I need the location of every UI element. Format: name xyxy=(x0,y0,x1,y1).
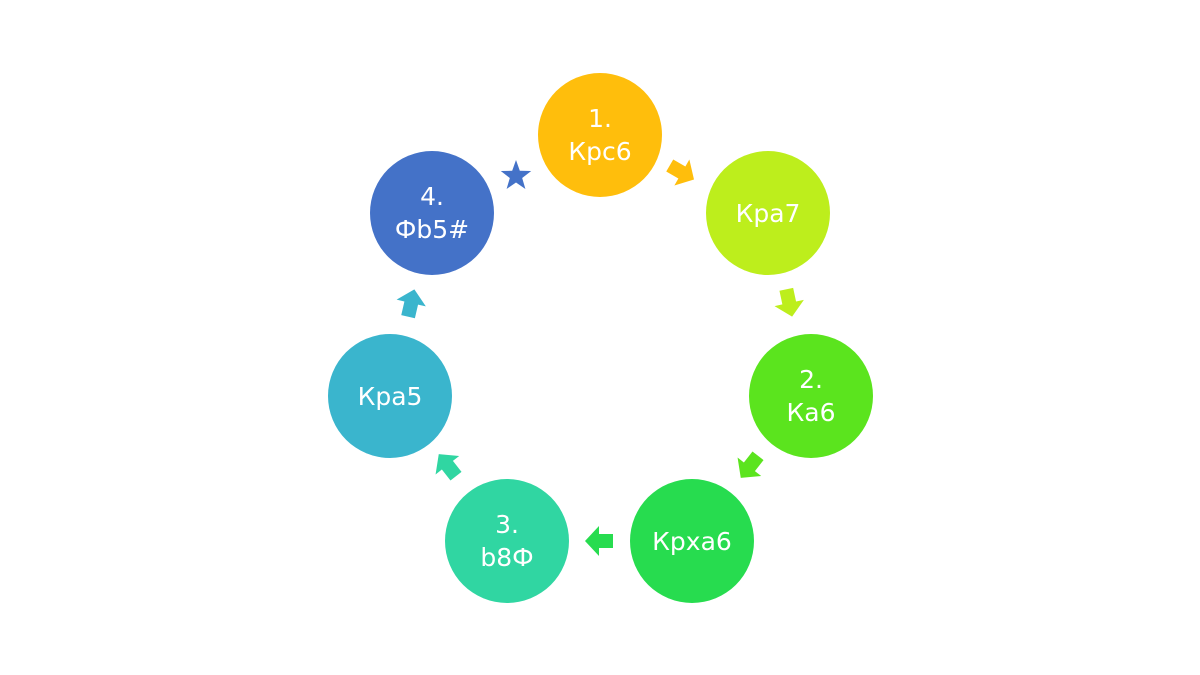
arrow-right-icon xyxy=(580,521,620,561)
diagram-node: 2.Ка6 xyxy=(749,334,873,458)
star-icon xyxy=(496,156,536,196)
arrow-right-icon xyxy=(730,446,770,486)
node-number: 3. xyxy=(495,510,519,539)
arrow-right-icon xyxy=(391,284,431,324)
arrow-right-icon xyxy=(661,152,701,192)
node-label: Кра7 xyxy=(735,198,801,228)
node-label: Фb5# xyxy=(394,215,470,244)
diagram-node: Кра5 xyxy=(328,334,452,458)
diagram-node: 1. Крс6 xyxy=(538,73,662,197)
node-label: Крха6 xyxy=(652,526,732,556)
node-label: Крс6 xyxy=(568,137,632,166)
node-label: Ка6 xyxy=(786,398,836,427)
node-number: 4. xyxy=(420,182,444,211)
node-label: b8Ф xyxy=(480,543,534,572)
node-label: Кра5 xyxy=(357,381,423,411)
diagram-node: Крха6 xyxy=(630,479,754,603)
arrow-right-icon xyxy=(428,446,468,486)
diagram-node: 4. Фb5# xyxy=(370,151,494,275)
diagram-node: 3.b8Ф xyxy=(445,479,569,603)
node-number: 2. xyxy=(799,365,823,394)
arrow-right-icon xyxy=(769,282,809,322)
diagram-node: Кра7 xyxy=(706,151,830,275)
node-number: 1. xyxy=(588,104,612,133)
